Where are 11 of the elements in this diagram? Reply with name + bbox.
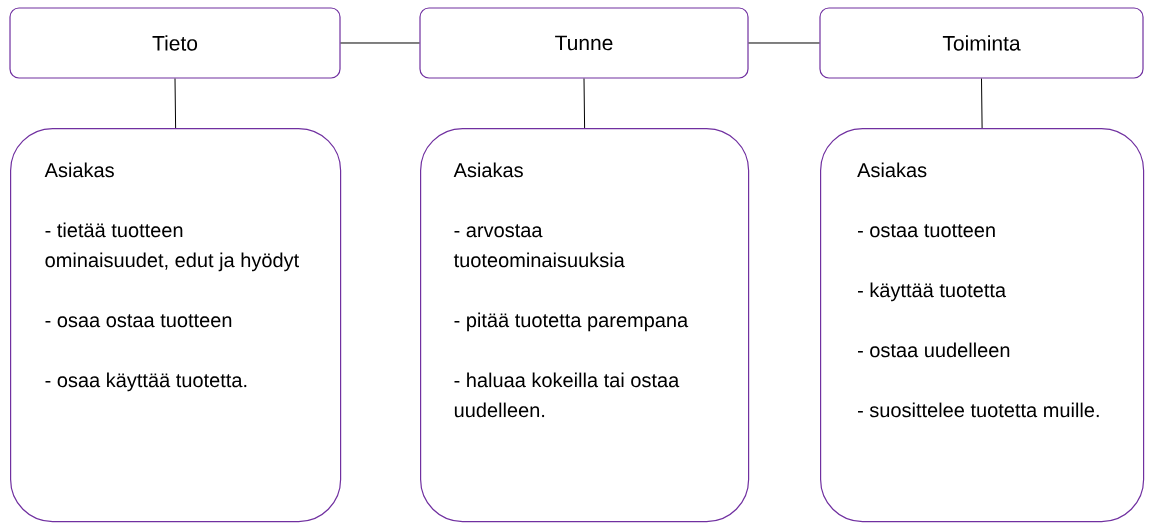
text-card: Asiakas - tietää tuotteen ominaisuudet, edut ja hyödyt - osaa ostaa tuotteen - osaa käyttää tuotetta. [10,128,342,523]
heading-box: Tieto [9,7,341,79]
connector-line [174,78,177,129]
connector-line [981,78,983,129]
heading-box: Toiminta [819,7,1144,79]
heading-box: Tunne [419,7,749,79]
connector-line [340,42,420,44]
text-card: Asiakas - arvostaa tuoteominaisuuksia - pitää tuotetta parempana - haluaa kokeilla tai ostaa uudelleen. [420,128,750,523]
text-card: Asiakas - ostaa tuotteen - käyttää tuotetta - ostaa uudelleen - suosittelee tuotetta muille. [820,128,1145,523]
connector-line [748,42,820,44]
connector-line [583,78,586,129]
